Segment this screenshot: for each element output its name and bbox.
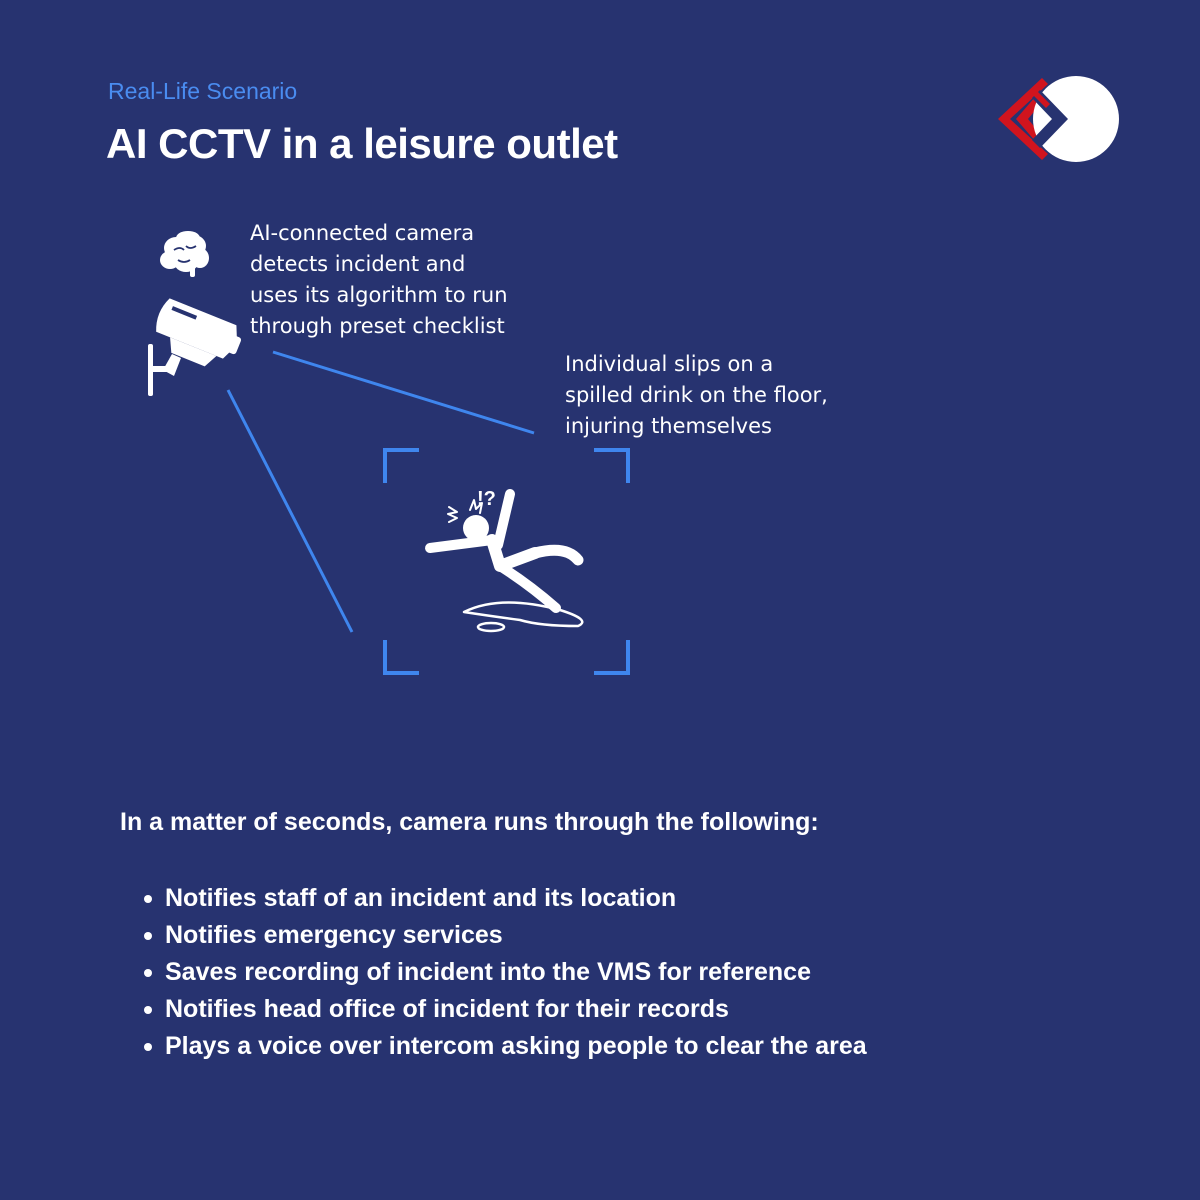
checklist: Notifies staff of an incident and its lo… [144, 880, 867, 1065]
incident-diagram: !? [148, 231, 630, 675]
svg-text:!?: !? [477, 488, 496, 510]
list-item-text: Notifies head office of incident for the… [165, 995, 729, 1023]
slipping-person-icon: !? [425, 488, 584, 633]
list-item-text: Plays a voice over intercom asking peopl… [165, 1032, 867, 1060]
list-item: Plays a voice over intercom asking peopl… [144, 1028, 867, 1065]
page-title: AI CCTV in a leisure outlet [106, 120, 618, 167]
detection-frame-icon [383, 448, 630, 675]
checklist-intro: In a matter of seconds, camera runs thro… [120, 808, 819, 836]
eyebrow-label: Real-Life Scenario [108, 78, 298, 104]
bullet-icon [144, 1006, 152, 1014]
list-item-text: Notifies emergency services [165, 921, 503, 949]
bullet-icon [144, 932, 152, 940]
sight-line-upper [272, 350, 535, 435]
list-item-text: Notifies staff of an incident and its lo… [165, 884, 677, 912]
bullet-icon [144, 1043, 152, 1051]
list-item: Notifies emergency services [144, 917, 867, 954]
list-item: Notifies staff of an incident and its lo… [144, 880, 867, 917]
list-item-text: Saves recording of incident into the VMS… [165, 958, 811, 986]
brain-icon [160, 231, 209, 277]
bullet-icon [144, 895, 152, 903]
camera-caption: AI-connected camera detects incident and… [250, 221, 508, 338]
cctv-camera-icon [148, 298, 242, 396]
brand-logo-icon [998, 76, 1119, 162]
bullet-icon [144, 969, 152, 977]
list-item: Saves recording of incident into the VMS… [144, 954, 867, 991]
sight-line-lower [226, 389, 354, 633]
list-item: Notifies head office of incident for the… [144, 991, 867, 1028]
incident-caption: Individual slips on a spilled drink on t… [565, 352, 828, 438]
